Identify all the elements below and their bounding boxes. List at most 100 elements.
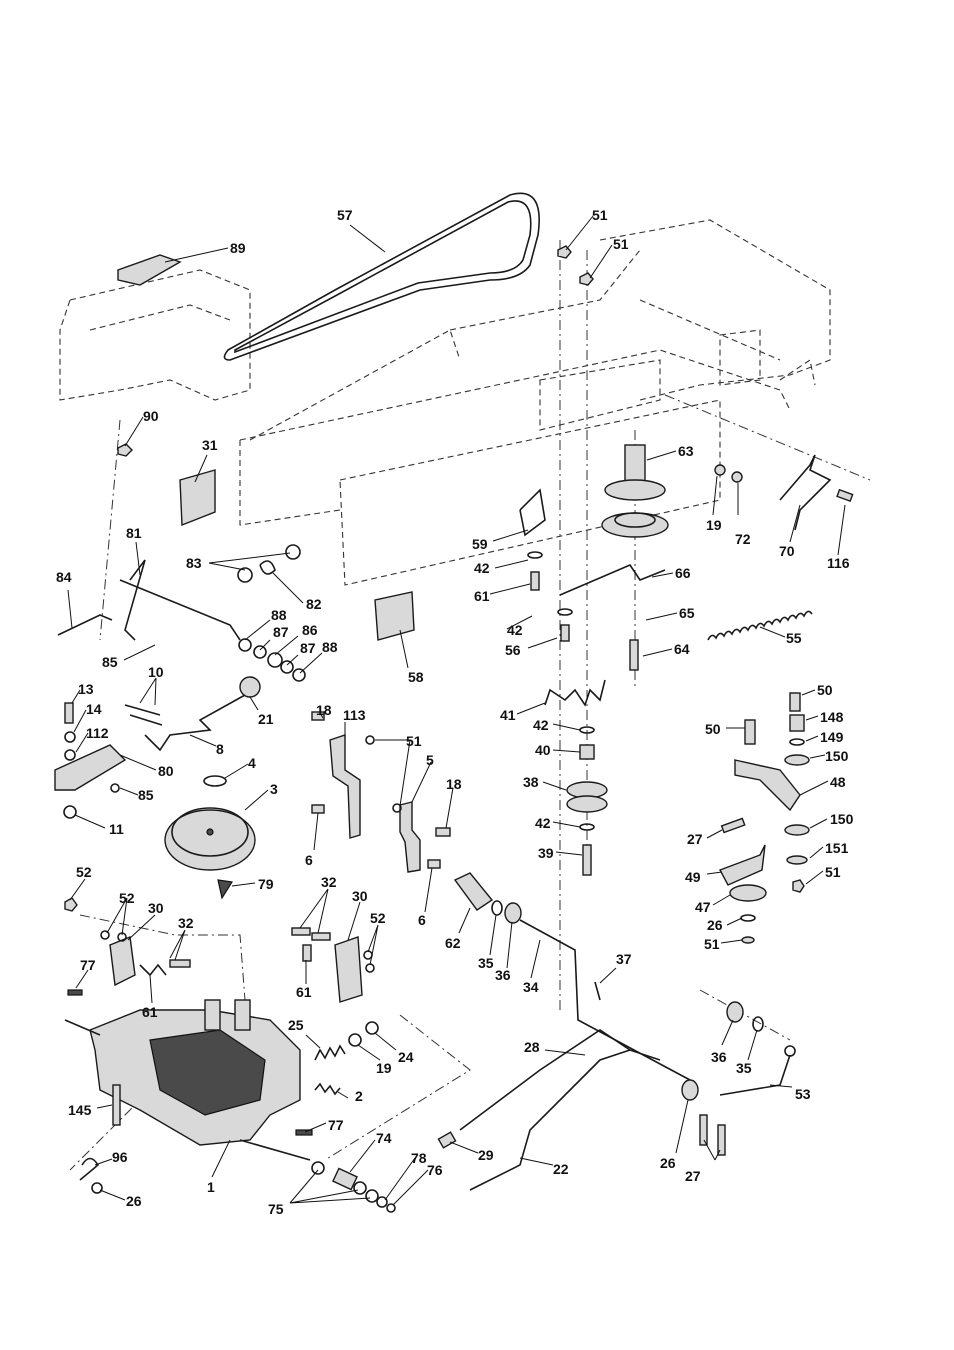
callout-42: 42 [533, 717, 549, 733]
washer-11 [63, 805, 77, 819]
arm-81 [124, 559, 146, 641]
spacer-40 [579, 744, 595, 760]
callout-55: 55 [786, 630, 802, 646]
callout-89: 89 [230, 240, 246, 256]
spring-61-left [139, 963, 167, 977]
callout-42: 42 [507, 622, 523, 638]
bolt-50b [744, 719, 756, 745]
nut-52-left2 [100, 930, 110, 940]
washer-83b [285, 544, 301, 560]
callout-18: 18 [446, 776, 462, 792]
washer-75b [353, 1181, 367, 1195]
spacer-148 [789, 714, 805, 732]
bracket-30-left [109, 936, 136, 987]
callout-3: 3 [270, 781, 278, 797]
pin-96 [79, 1157, 100, 1181]
bolt-32-right [291, 927, 311, 936]
rod-53 [719, 1054, 791, 1096]
callout-81: 81 [126, 525, 142, 541]
callout-52: 52 [76, 864, 92, 880]
rod-41 [544, 679, 606, 707]
bracket-89 [117, 254, 182, 286]
callout-96: 96 [112, 1149, 128, 1165]
bolt-18b [435, 827, 451, 837]
callout-58: 58 [408, 669, 424, 685]
rod-34 [519, 919, 691, 1081]
callouts: 57 51 51 89 90 31 63 19 72 70 116 59 42 … [56, 207, 854, 1217]
callout-13: 13 [78, 681, 94, 697]
callout-4: 4 [248, 755, 256, 771]
spring-25 [314, 1044, 346, 1061]
washer-72 [731, 471, 743, 483]
washer-35-lower [752, 1016, 764, 1032]
knob-21 [239, 676, 261, 698]
callout-38: 38 [523, 774, 539, 790]
callout-85: 85 [102, 654, 118, 670]
bolt-13 [64, 702, 74, 724]
nut-51-mid [392, 803, 402, 813]
callout-51: 51 [613, 236, 629, 252]
callout-29: 29 [478, 1147, 494, 1163]
callout-51: 51 [406, 733, 422, 749]
callout-83: 83 [186, 555, 202, 571]
callout-34: 34 [523, 979, 539, 995]
callout-65: 65 [679, 605, 695, 621]
bolt-116 [836, 488, 854, 503]
bolts-10 [124, 704, 163, 726]
bracket-49 [719, 844, 766, 886]
washer-75c [365, 1189, 379, 1203]
callout-70: 70 [779, 543, 795, 559]
callout-87: 87 [300, 640, 316, 656]
washer-150a [784, 754, 810, 766]
washer-149 [789, 738, 805, 746]
callout-87: 87 [273, 624, 289, 640]
callout-52: 52 [370, 910, 386, 926]
callout-10: 10 [148, 664, 164, 680]
callout-48: 48 [830, 774, 846, 790]
leader-lines [67, 215, 846, 1206]
pulley-3 [164, 807, 256, 871]
bolt-50a [789, 692, 801, 712]
washer-36-lower [726, 1001, 744, 1023]
callout-66: 66 [675, 565, 691, 581]
plate-80 [54, 744, 127, 791]
callout-50: 50 [817, 682, 833, 698]
lever-8 [144, 694, 246, 752]
washer-26-lower [681, 1079, 699, 1101]
callout-27: 27 [685, 1168, 701, 1184]
key-79 [217, 879, 233, 900]
washer-14 [64, 731, 76, 743]
callout-53: 53 [795, 1086, 811, 1102]
bracket-5 [399, 801, 421, 873]
rod-66 [559, 564, 666, 596]
bolt-145 [112, 1084, 121, 1126]
nut-90 [117, 443, 133, 457]
bolt-61 [530, 571, 540, 591]
callout-39: 39 [538, 845, 554, 861]
callout-49: 49 [685, 869, 701, 885]
callout-28: 28 [524, 1039, 540, 1055]
callout-56: 56 [505, 642, 521, 658]
callout-72: 72 [735, 531, 751, 547]
spring-2 [314, 1082, 341, 1096]
clip-70 [779, 454, 832, 531]
callout-61: 61 [142, 1004, 158, 1020]
nut-52-right [363, 950, 373, 960]
bolt-27-right [720, 817, 746, 834]
callout-36: 36 [711, 1049, 727, 1065]
end-53 [784, 1045, 796, 1057]
bracket-48 [734, 759, 801, 812]
washer-86 [267, 652, 283, 668]
pulley-63 [601, 444, 669, 538]
spring-55 [707, 610, 813, 641]
callout-52: 52 [119, 890, 135, 906]
washer-83a [237, 567, 253, 583]
callout-26: 26 [126, 1193, 142, 1209]
callout-90: 90 [143, 408, 159, 424]
nut-51a [557, 245, 572, 259]
callout-35: 35 [736, 1060, 752, 1076]
callout-88: 88 [271, 607, 287, 623]
pin-77a [67, 989, 83, 996]
bolt-64 [629, 639, 639, 671]
